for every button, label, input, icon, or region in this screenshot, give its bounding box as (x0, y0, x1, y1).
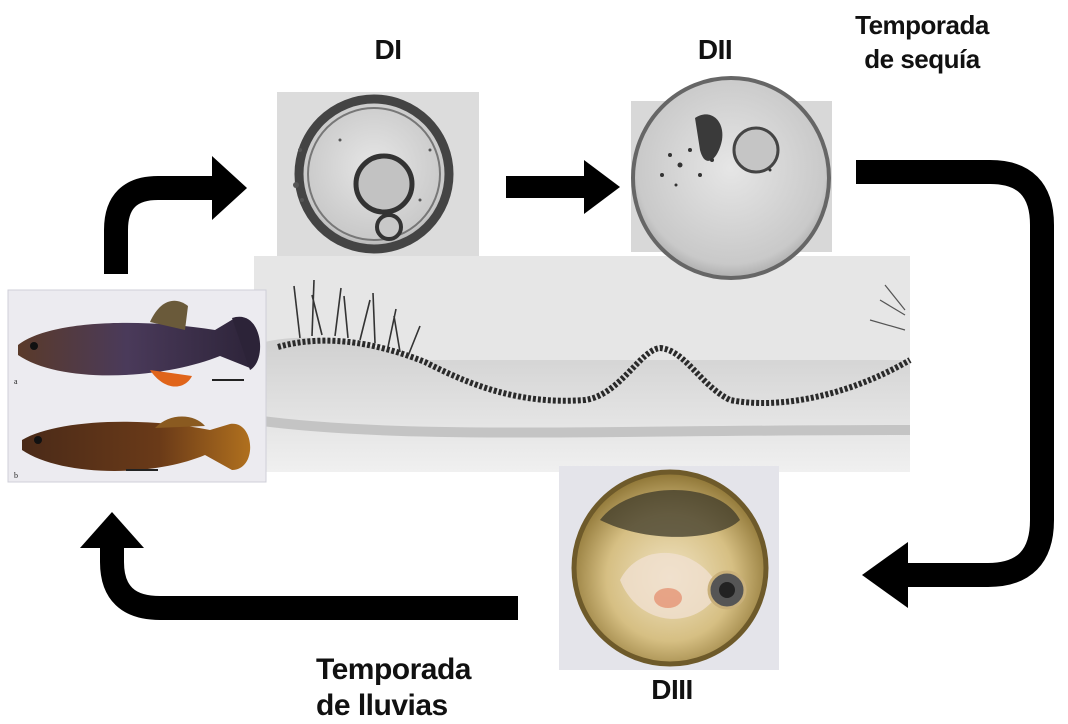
fish-label-b: b (14, 471, 18, 480)
arrow-fish-to-di (116, 156, 247, 274)
season-dry-line1: Temporada (832, 8, 1012, 42)
stage-label-di: DI (358, 34, 418, 66)
arrow-diii-to-fish (80, 512, 518, 608)
fish-label-a: a (14, 377, 18, 386)
arrow-di-to-dii (506, 160, 620, 214)
adult-fish-image: a b (8, 290, 266, 482)
season-label-dry: Temporada de sequía (832, 8, 1012, 76)
stage-label-diii: DIII (622, 674, 722, 706)
egg-dii-image (631, 78, 832, 278)
stage-label-dii: DII (680, 34, 750, 66)
season-rainy-line1: Temporada (316, 652, 516, 688)
egg-di-image (277, 92, 479, 256)
season-rainy-line2: de lluvias (316, 688, 516, 724)
season-dry-line2: de sequía (832, 42, 1012, 76)
pond-landscape-image (254, 256, 910, 472)
season-label-rainy: Temporada de lluvias (316, 652, 516, 724)
egg-diii-image (559, 466, 779, 670)
